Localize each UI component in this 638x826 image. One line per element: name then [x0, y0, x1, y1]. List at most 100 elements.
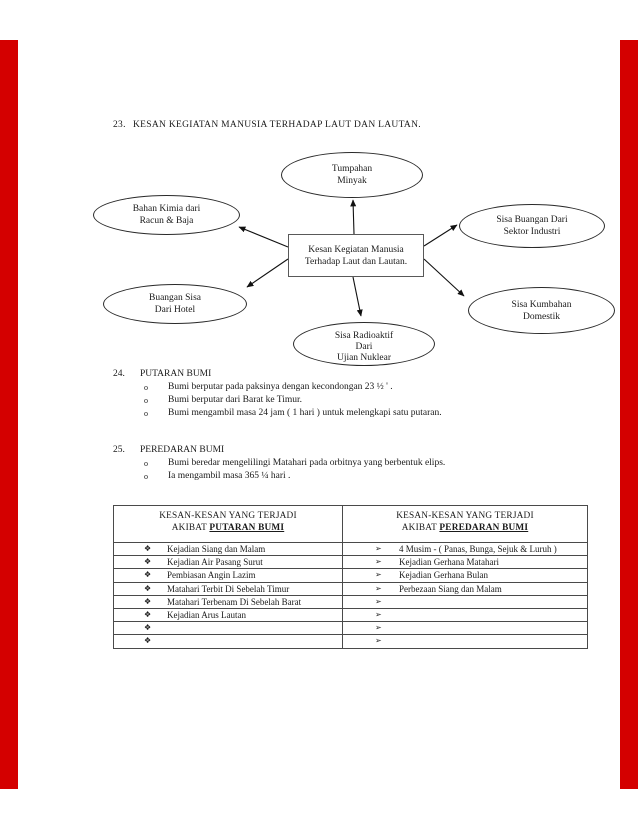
right-red-border	[620, 40, 638, 789]
section-25: 25. PEREDARAN BUMI o Bumi beredar mengeli…	[113, 444, 445, 483]
list-item-text: Bumi berputar pada paksinya dengan kecon…	[168, 382, 393, 392]
list-item: o Bumi mengambil masa 24 jam ( 1 hari ) …	[113, 407, 442, 420]
node-label: Dari Hotel	[154, 305, 196, 315]
circle-bullet-icon: o	[144, 383, 148, 392]
node-label: Kesan Kegiatan Manusia	[308, 244, 404, 255]
table-header-row: KESAN-KESAN YANG TERJADI AKIBAT PUTARAN …	[113, 505, 588, 543]
circle-bullet-icon: o	[144, 409, 148, 418]
section-23-title: KESAN KEGIATAN MANUSIA TERHADAP LAUT DAN…	[133, 120, 421, 130]
cell-text: Pembiasan Angin Lazim	[167, 570, 256, 581]
list-item-text: Bumi beredar mengelilingi Matahari pada …	[168, 458, 446, 468]
arrow-to-sisa-kumbahan	[423, 258, 465, 297]
cell-text: Kejadian Gerhana Matahari	[399, 557, 499, 568]
section-23-number: 23.	[113, 120, 126, 130]
node-tumpahan-minyak: Tumpahan Minyak	[281, 152, 423, 198]
node-label: Bahan Kimia dari	[132, 204, 201, 214]
diamond-bullet-icon: ❖	[144, 583, 152, 593]
list-item-text: Bumi mengambil masa 24 jam ( 1 hari ) un…	[168, 408, 442, 418]
node-label: Sisa Buangan Dari	[496, 215, 568, 225]
section-23-heading: 23. KESAN KEGIATAN MANUSIA TERHADAP LAUT …	[113, 120, 421, 130]
diamond-bullet-icon: ❖	[144, 557, 152, 567]
node-label: Sisa Radioaktif	[334, 330, 394, 341]
arrow-to-bahan-kimia	[238, 226, 289, 248]
arrow-bullet-icon: ➢	[375, 570, 382, 580]
header-akibat: AKIBAT	[171, 523, 210, 533]
list-item: o Ia mengambil masa 365 ¼ hari .	[113, 470, 445, 483]
section-24-number: 24.	[113, 369, 125, 379]
comparison-table: KESAN-KESAN YANG TERJADI AKIBAT PUTARAN …	[113, 505, 588, 649]
cell-text: Perbezaan Siang dan Malam	[399, 583, 502, 594]
header-line1: KESAN-KESAN YANG TERJADI	[159, 511, 297, 521]
node-label: Buangan Sisa	[149, 293, 201, 303]
node-bahan-kimia: Bahan Kimia dari Racun & Baja	[93, 195, 240, 235]
node-center-kesan-kegiatan: Kesan Kegiatan Manusia Terhadap Laut dan…	[288, 234, 424, 277]
node-label: Minyak	[337, 176, 367, 186]
table-row: ❖Pembiasan Angin Lazim ➢Kejadian Gerhana…	[113, 568, 588, 583]
node-sisa-radioaktif: Sisa Radioaktif Dari Ujian Nuklear	[293, 322, 435, 366]
arrow-bullet-icon: ➢	[375, 623, 382, 633]
cell-text: Matahari Terbenam Di Sebelah Barat	[167, 596, 302, 607]
section-24-heading: 24. PUTARAN BUMI	[113, 368, 442, 381]
diamond-bullet-icon: ❖	[144, 544, 152, 553]
header-akibat: AKIBAT	[401, 523, 440, 533]
list-item-text: Ia mengambil masa 365 ¼ hari .	[168, 471, 291, 481]
section-24: 24. PUTARAN BUMI o Bumi berputar pada pak…	[113, 368, 442, 420]
node-buangan-sisa-hotel: Buangan Sisa Dari Hotel	[103, 284, 247, 324]
table-row: ❖ ➢	[113, 621, 588, 636]
table-row: ❖ Kejadian Siang dan Malam ➢ 4 Musim - ( P…	[113, 541, 588, 557]
arrow-bullet-icon: ➢	[375, 544, 382, 553]
section-24-title: PUTARAN BUMI	[140, 369, 212, 379]
table-row: ❖ Matahari Terbenam Di Sebelah Barat ➢	[113, 594, 588, 609]
left-red-border	[0, 40, 18, 789]
section-25-number: 25.	[113, 445, 125, 455]
node-sisa-kumbahan-domestik: Sisa Kumbahan Domestik	[468, 287, 615, 334]
node-label: Dari	[355, 341, 373, 352]
node-label: Sektor Industri	[503, 227, 561, 237]
arrow-bullet-icon: ➢	[375, 583, 382, 593]
diamond-bullet-icon: ❖	[144, 596, 152, 606]
table-row: ❖ Matahari Terbit Di Sebelah Timur ➢ Perbe…	[113, 581, 588, 596]
table-row: ❖ ➢	[113, 634, 588, 649]
list-item: o Bumi beredar mengelilingi Matahari pad…	[113, 457, 445, 470]
cell-text: Kejadian Arus Lautan	[167, 609, 246, 620]
table-row: ❖ Kejadian Air Pasang Surut ➢ Kejadian Ger…	[113, 555, 588, 570]
arrow-to-sisa-radioaktif	[352, 276, 363, 317]
node-label: Tumpahan	[331, 164, 373, 174]
circle-bullet-icon: o	[144, 396, 148, 405]
list-item: o Bumi berputar dari Barat ke Timur.	[113, 394, 442, 407]
node-sisa-buangan-industri: Sisa Buangan Dari Sektor Industri	[459, 204, 605, 248]
diamond-bullet-icon: ❖	[144, 636, 152, 646]
table-row: ❖ Kejadian Arus Lautan ➢	[113, 607, 588, 623]
diamond-bullet-icon: ❖	[144, 609, 152, 619]
cell-text: Kejadian Siang dan Malam	[167, 544, 266, 554]
header-line2: AKIBAT PUTARAN BUMI	[116, 522, 340, 534]
circle-bullet-icon: o	[144, 472, 148, 481]
diamond-bullet-icon: ❖	[144, 623, 152, 633]
node-label: Domestik	[523, 311, 560, 322]
arrow-bullet-icon: ➢	[375, 557, 382, 567]
arrow-to-buangan-sisa	[246, 258, 289, 288]
header-peredaran-bumi: KESAN-KESAN YANG TERJADI AKIBAT PEREDARA…	[342, 505, 588, 543]
arrow-to-sisa-buangan	[423, 224, 458, 247]
arrow-bullet-icon: ➢	[375, 636, 382, 646]
arrow-bullet-icon: ➢	[375, 609, 382, 619]
cell-text: Kejadian Gerhana Bulan	[399, 570, 488, 581]
node-label: Terhadap Laut dan Lautan.	[304, 256, 408, 267]
circle-bullet-icon: o	[144, 459, 148, 468]
cell-text: Kejadian Air Pasang Surut	[167, 557, 263, 568]
node-label: Sisa Kumbahan	[511, 299, 572, 310]
cell-text: Matahari Terbit Di Sebelah Timur	[167, 583, 290, 594]
header-emphasis: PUTARAN BUMI	[209, 523, 285, 533]
arrow-bullet-icon: ➢	[375, 596, 382, 606]
header-emphasis: PEREDARAN BUMI	[439, 523, 529, 533]
list-item-text: Bumi berputar dari Barat ke Timur.	[168, 395, 303, 405]
header-line1: KESAN-KESAN YANG TERJADI	[396, 511, 534, 521]
arrow-to-tumpahan	[350, 199, 357, 235]
section-25-heading: 25. PEREDARAN BUMI	[113, 444, 445, 457]
header-putaran-bumi: KESAN-KESAN YANG TERJADI AKIBAT PUTARAN …	[113, 505, 343, 543]
header-line2: AKIBAT PEREDARAN BUMI	[345, 522, 585, 534]
cell-text: 4 Musim - ( Panas, Bunga, Sejuk & Luruh …	[399, 544, 557, 554]
section-25-title: PEREDARAN BUMI	[140, 445, 225, 455]
node-label: Ujian Nuklear	[336, 352, 392, 363]
